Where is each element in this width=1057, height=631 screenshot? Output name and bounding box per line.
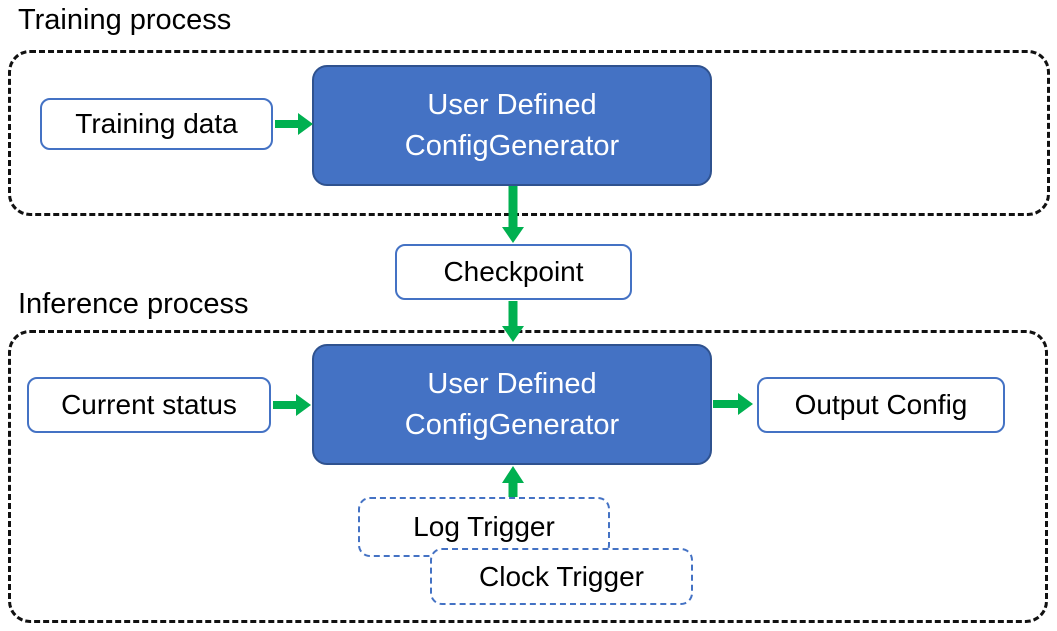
checkpoint-node: Checkpoint xyxy=(395,244,632,300)
config-generator-inference-node: User Defined ConfigGenerator xyxy=(312,344,712,465)
config-generator-inference-line2: ConfigGenerator xyxy=(404,408,620,441)
training-process-label: Training process xyxy=(18,4,232,36)
log-trigger-node: Log Trigger xyxy=(358,497,610,557)
config-generator-training-line1: User Defined xyxy=(427,89,597,122)
current-status-node: Current status xyxy=(27,377,271,433)
training-data-node: Training data xyxy=(40,98,273,150)
config-generator-inference-line1: User Defined xyxy=(427,368,597,401)
inference-process-container xyxy=(8,330,1048,623)
config-generator-training-line2: ConfigGenerator xyxy=(404,129,620,162)
config-generator-training-node: User Defined ConfigGenerator xyxy=(312,65,712,186)
output-config-node: Output Config xyxy=(757,377,1005,433)
clock-trigger-node: Clock Trigger xyxy=(430,548,693,605)
training-process-container xyxy=(8,50,1050,216)
inference-process-label: Inference process xyxy=(18,288,249,320)
